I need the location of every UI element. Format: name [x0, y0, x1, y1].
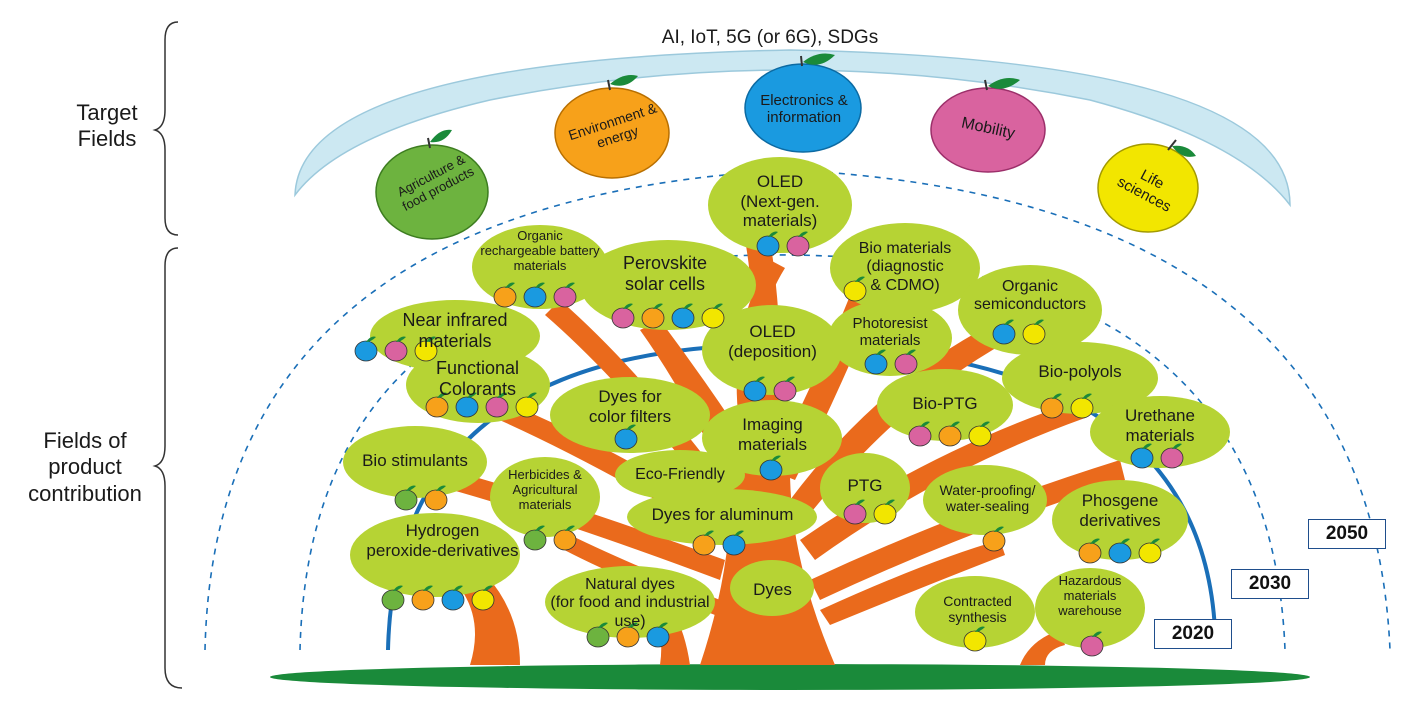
apple-electronics-icon: [646, 622, 670, 648]
apple-mobility-icon: [1080, 631, 1104, 657]
apple-agriculture-icon: [381, 585, 405, 611]
apple-electronics-icon: [455, 392, 479, 418]
apple-environment-icon: [424, 485, 448, 511]
apple-electronics-icon: [743, 376, 767, 402]
apple-electronics-icon: [441, 585, 465, 611]
apple-electronics-icon: [671, 303, 695, 329]
apple-mobility-icon: [485, 392, 509, 418]
contribution-fields-label: Fields of product contribution: [28, 428, 142, 506]
product-imaging-materials: Imaging materials: [738, 415, 807, 454]
year-2050-box: 2050: [1308, 519, 1386, 549]
apple-life-icon: [963, 626, 987, 652]
apple-life-icon: [1022, 319, 1046, 345]
product-bio-stimulants: Bio stimulants: [362, 451, 468, 470]
product-functional-colorants: Functional Colorants: [435, 358, 520, 399]
product-bio-polyols: Bio-polyols: [1038, 362, 1122, 381]
product-water-proofing: Water-proofing/ water-sealing: [939, 482, 1036, 515]
apple-environment-icon: [982, 526, 1006, 552]
apple-life-icon: [1070, 393, 1094, 419]
apple-environment-icon: [425, 392, 449, 418]
target-apple-electronics: [744, 53, 862, 153]
apple-electronics-icon: [756, 231, 780, 257]
tech-band: [294, 49, 1291, 208]
apple-environment-icon: [1078, 538, 1102, 564]
target-apple-environment: [554, 75, 670, 179]
apple-agriculture-icon: [586, 622, 610, 648]
apple-life-icon: [414, 336, 438, 362]
apple-mobility-icon: [773, 376, 797, 402]
year-2020-box: 2020: [1154, 619, 1232, 649]
apple-mobility-icon: [786, 231, 810, 257]
product-bio-ptg: Bio-PTG: [912, 394, 978, 413]
tech-header: AI, IoT, 5G (or 6G), SDGs: [661, 27, 879, 48]
target-apple-mobility: [930, 78, 1046, 173]
product-bio-materials: Bio materials (diagnostic & CDMO): [858, 240, 952, 294]
apple-life-icon: [1138, 538, 1162, 564]
product-herbicides: Herbicides & Agricultural materials: [508, 467, 582, 512]
apple-electronics-icon: [1130, 443, 1154, 469]
product-contracted-synthesis: Contracted synthesis: [943, 593, 1012, 626]
year-2030-box: 2030: [1231, 569, 1309, 599]
apple-electronics-icon: [759, 455, 783, 481]
product-oled-deposition: OLED (deposition): [728, 322, 817, 361]
apple-mobility-icon: [611, 303, 635, 329]
apple-electronics-icon: [523, 282, 547, 308]
apple-electronics-icon: [722, 530, 746, 556]
product-phosgene: Phosgene derivatives: [1079, 491, 1161, 530]
product-hazardous-warehouse: Hazardous materials warehouse: [1058, 573, 1122, 618]
apple-mobility-icon: [384, 336, 408, 362]
target-label-electronics: Electronics & information: [760, 92, 848, 127]
product-organic-semiconductors: Organic semiconductors: [973, 278, 1087, 314]
target-apple-life: [1097, 139, 1199, 233]
product-organic-battery: Organic rechargeable battery materials: [480, 228, 600, 273]
apple-electronics-icon: [864, 349, 888, 375]
product-hydrogen-peroxide: Hydrogen peroxide-derivatives: [366, 521, 519, 560]
apple-life-icon: [515, 392, 539, 418]
apple-mobility-icon: [908, 421, 932, 447]
product-dyes: Dyes: [753, 580, 792, 599]
apple-mobility-icon: [1160, 443, 1184, 469]
apple-life-icon: [968, 421, 992, 447]
product-dyes-aluminum: Dyes for aluminum: [651, 505, 794, 524]
apple-mobility-icon: [843, 499, 867, 525]
apple-environment-icon: [411, 585, 435, 611]
apple-environment-icon: [553, 525, 577, 551]
product-urethane: Urethane materials: [1125, 406, 1195, 445]
product-natural-dyes: Natural dyes (for food and industrial us…: [550, 576, 710, 630]
product-near-infrared: Near infrared materials: [402, 310, 508, 351]
apple-life-icon: [843, 276, 867, 302]
product-perovskite: Perovskite solar cells: [622, 253, 708, 294]
apple-electronics-icon: [992, 319, 1016, 345]
apple-life-icon: [873, 499, 897, 525]
apple-agriculture-icon: [394, 485, 418, 511]
product-dyes-color-filters: Dyes for color filters: [588, 387, 672, 426]
apple-agriculture-icon: [523, 525, 547, 551]
product-ptg: PTG: [847, 476, 883, 495]
apple-mobility-icon: [894, 349, 918, 375]
product-oled-next-gen: OLED (Next-gen. materials): [740, 172, 820, 231]
apple-electronics-icon: [614, 424, 638, 450]
apple-environment-icon: [1040, 393, 1064, 419]
apple-electronics-icon: [1108, 538, 1132, 564]
apple-mobility-icon: [553, 282, 577, 308]
apple-life-icon: [701, 303, 725, 329]
apple-environment-icon: [616, 622, 640, 648]
target-apple-agriculture: [375, 129, 489, 240]
product-apples: [354, 231, 1184, 657]
ground: [270, 664, 1310, 690]
apple-environment-icon: [493, 282, 517, 308]
product-photoresist: Photoresist materials: [852, 315, 928, 350]
apple-environment-icon: [938, 421, 962, 447]
apple-environment-icon: [692, 530, 716, 556]
apple-electronics-icon: [354, 336, 378, 362]
target-fields-label: Target Fields: [76, 100, 138, 152]
apple-environment-icon: [641, 303, 665, 329]
apple-life-icon: [471, 585, 495, 611]
product-eco-friendly: Eco-Friendly: [635, 466, 725, 483]
